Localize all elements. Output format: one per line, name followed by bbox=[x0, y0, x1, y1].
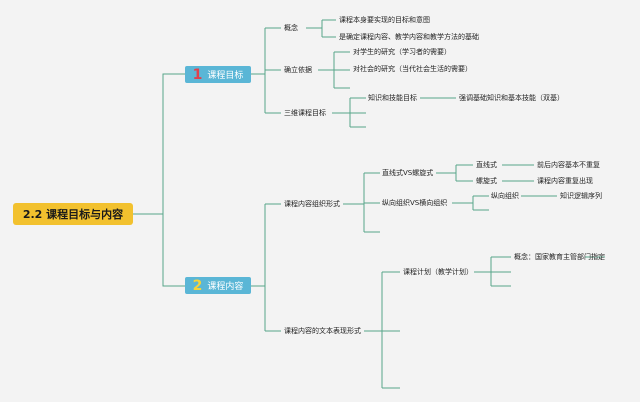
node-linear-note: 前后内容基本不重复 bbox=[537, 161, 600, 169]
root-title: 2.2 课程目标与内容 bbox=[22, 208, 124, 221]
node-spiral: 螺旋式 bbox=[476, 177, 497, 185]
node-vertical: 纵向组织 bbox=[491, 192, 519, 200]
node-organization-forms: 课程内容组织形式 bbox=[284, 200, 340, 208]
node-basis: 确立依据 bbox=[284, 66, 312, 74]
branch1-label: 课程目标 bbox=[207, 71, 244, 81]
branch-course-content: 2 课程内容 bbox=[185, 277, 251, 294]
node-basis-item-1: 对学生的研究（学习者的需要） bbox=[353, 48, 451, 56]
node-concept: 概念 bbox=[284, 24, 298, 32]
node-concept-item-2: 是确定课程内容、教学内容和教学方法的基础 bbox=[339, 33, 479, 41]
node-linear-vs-spiral: 直线式VS螺旋式 bbox=[382, 169, 434, 177]
root-topic: 2.2 课程目标与内容 bbox=[13, 203, 133, 225]
connector-root-branch2 bbox=[162, 214, 185, 287]
branch2-label: 课程内容 bbox=[207, 282, 244, 292]
node-course-plan: 课程计划（教学计划） bbox=[403, 268, 473, 276]
node-spiral-note: 课程内容重复出现 bbox=[537, 177, 593, 185]
branch-course-goals: 1 课程目标 bbox=[185, 66, 251, 83]
branch1-number: 1 bbox=[192, 66, 203, 83]
node-text-forms: 课程内容的文本表现形式 bbox=[284, 327, 361, 335]
connector-branch2-spine bbox=[251, 204, 266, 331]
branch2-number: 2 bbox=[192, 277, 203, 294]
node-linear: 直线式 bbox=[476, 161, 497, 169]
node-vertical-vs-horizontal: 纵向组织VS横向组织 bbox=[382, 199, 448, 207]
node-knowledge-skills-note: 强调基础知识和基本技能（双基） bbox=[459, 94, 564, 102]
node-basis-item-2: 对社会的研究（当代社会生活的需要） bbox=[353, 65, 472, 73]
node-course-plan-concept: 概念：国家教育主管部门指定 bbox=[514, 253, 605, 261]
connector-root-branch1 bbox=[133, 73, 185, 215]
node-concept-item-1: 课程本身要实现的目标和意图 bbox=[339, 16, 430, 24]
node-three-dim-goals: 三维课程目标 bbox=[284, 109, 326, 117]
node-knowledge-skills: 知识和技能目标 bbox=[368, 94, 417, 102]
node-vertical-note: 知识逻辑序列 bbox=[560, 192, 602, 200]
connector-branch1-spine bbox=[251, 28, 266, 113]
